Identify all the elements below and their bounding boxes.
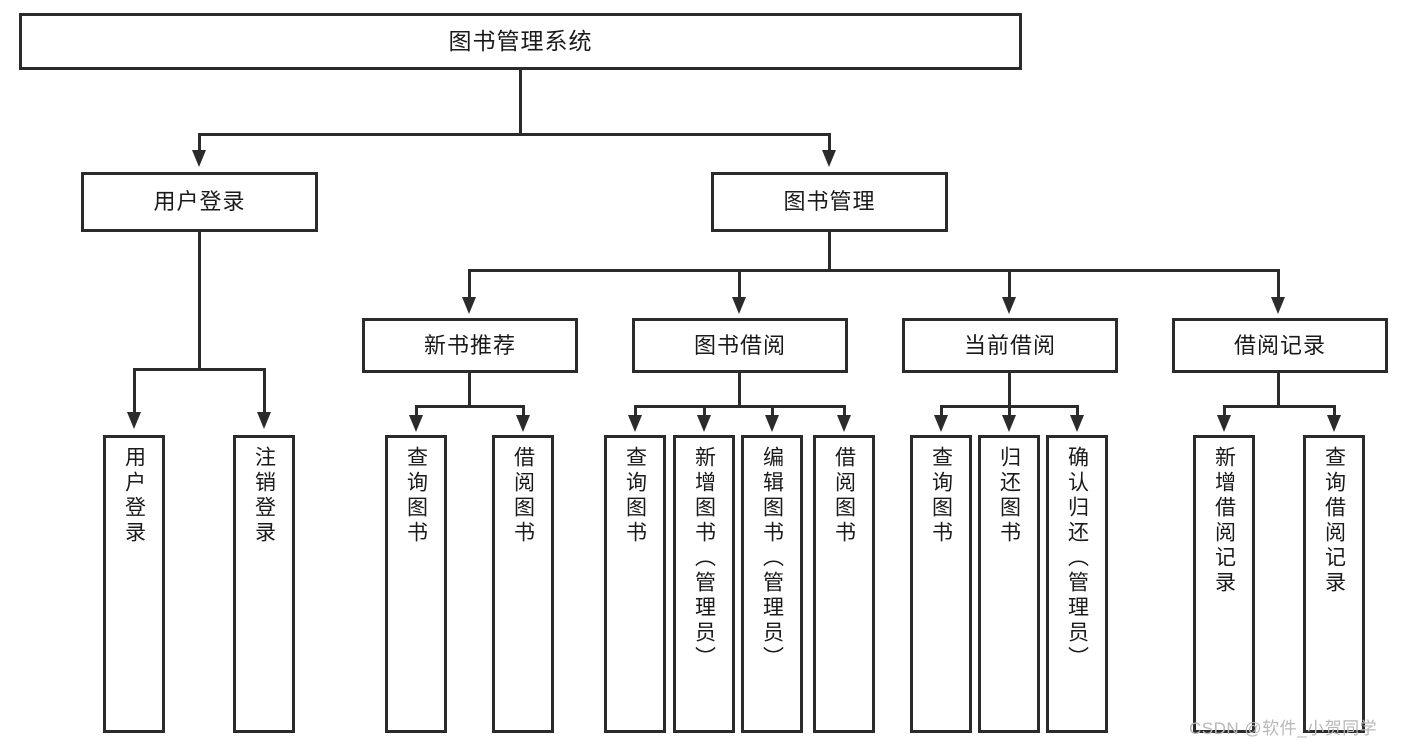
node-book-management-system[interactable]: 图书管理系统 bbox=[19, 13, 1022, 70]
connector-br-stem bbox=[1277, 373, 1280, 408]
leaf-new-book-borrow[interactable]: 借阅图书 bbox=[492, 435, 554, 733]
leaf-label: 编辑图书（管理员） bbox=[760, 446, 784, 671]
connector-user-login-stem bbox=[198, 232, 201, 370]
leaf-user-login-login[interactable]: 用户登录 bbox=[103, 435, 165, 733]
leaf-label: 查询借阅记录 bbox=[1322, 446, 1346, 596]
connector-bb-stem bbox=[738, 373, 741, 408]
node-label: 用户登录 bbox=[153, 189, 246, 215]
connector-bb-drop-2 bbox=[703, 405, 706, 417]
leaf-label: 查询图书 bbox=[623, 446, 647, 546]
leaf-label: 借阅图书 bbox=[511, 446, 535, 546]
leaf-current-borrow-return[interactable]: 归还图书 bbox=[978, 435, 1040, 733]
arrowhead-leaf-bb-4 bbox=[837, 415, 851, 432]
arrowhead-to-user-login bbox=[192, 150, 206, 167]
node-label: 新书推荐 bbox=[423, 332, 516, 358]
leaf-label: 归还图书 bbox=[997, 446, 1021, 546]
node-label: 图书管理 bbox=[783, 189, 876, 215]
node-current-borrow[interactable]: 当前借阅 bbox=[902, 318, 1118, 373]
connector-user-login-drop-2 bbox=[263, 368, 266, 414]
connector-book-management-bar bbox=[468, 269, 1278, 272]
arrowhead-to-book-management bbox=[822, 150, 836, 167]
node-book-management[interactable]: 图书管理 bbox=[711, 172, 948, 232]
connector-bm-drop-3 bbox=[1008, 269, 1011, 299]
arrowhead-level3-2 bbox=[732, 297, 746, 314]
connector-bb-drop-1 bbox=[634, 405, 637, 417]
leaf-label: 借阅图书 bbox=[832, 446, 856, 546]
leaf-label: 注销登录 bbox=[252, 446, 276, 546]
leaf-label: 新增图书（管理员） bbox=[692, 446, 716, 671]
connector-user-login-bar bbox=[133, 368, 266, 371]
connector-bm-drop-1 bbox=[468, 269, 471, 299]
arrowhead-leaf-user-login-2 bbox=[257, 412, 271, 429]
connector-user-login-drop-1 bbox=[133, 368, 136, 414]
leaf-user-login-logout[interactable]: 注销登录 bbox=[233, 435, 295, 733]
connector-bb-drop-3 bbox=[771, 405, 774, 417]
leaf-borrow-record-add[interactable]: 新增借阅记录 bbox=[1193, 435, 1255, 733]
connector-nbr-drop-2 bbox=[522, 405, 525, 417]
arrowhead-level3-3 bbox=[1002, 297, 1016, 314]
leaf-book-borrow-edit[interactable]: 编辑图书（管理员） bbox=[741, 435, 803, 733]
leaf-book-borrow-borrow[interactable]: 借阅图书 bbox=[813, 435, 875, 733]
arrowhead-leaf-bb-2 bbox=[697, 415, 711, 432]
node-new-book-recommend[interactable]: 新书推荐 bbox=[362, 318, 578, 373]
arrowhead-leaf-user-login-1 bbox=[127, 412, 141, 429]
connector-br-drop-2 bbox=[1333, 405, 1336, 417]
arrowhead-leaf-nbr-1 bbox=[409, 415, 423, 432]
connector-cb-drop-3 bbox=[1076, 405, 1079, 417]
leaf-new-book-query[interactable]: 查询图书 bbox=[385, 435, 447, 733]
leaf-label: 确认归还（管理员） bbox=[1065, 446, 1089, 671]
leaf-label: 新增借阅记录 bbox=[1212, 446, 1236, 596]
leaf-borrow-record-query[interactable]: 查询借阅记录 bbox=[1303, 435, 1365, 733]
connector-book-management-stem bbox=[828, 232, 831, 272]
connector-nbr-drop-1 bbox=[415, 405, 418, 417]
connector-bb-drop-4 bbox=[843, 405, 846, 417]
leaf-current-borrow-confirm-return[interactable]: 确认归还（管理员） bbox=[1046, 435, 1108, 733]
connector-root-stem bbox=[519, 70, 522, 135]
leaf-label: 查询图书 bbox=[404, 446, 428, 546]
node-label: 图书借阅 bbox=[693, 332, 786, 358]
connector-cb-drop-2 bbox=[1008, 405, 1011, 417]
connector-root-drop-right bbox=[828, 133, 831, 153]
connector-bb-bar bbox=[634, 405, 846, 408]
arrowhead-leaf-cb-2 bbox=[1002, 415, 1016, 432]
arrowhead-leaf-br-1 bbox=[1217, 415, 1231, 432]
node-label: 借阅记录 bbox=[1233, 332, 1326, 358]
connector-cb-stem bbox=[1008, 373, 1011, 408]
connector-bm-drop-2 bbox=[738, 269, 741, 299]
connector-root-drop-left bbox=[198, 133, 201, 153]
node-label: 图书管理系统 bbox=[448, 28, 593, 55]
leaf-label: 查询图书 bbox=[929, 446, 953, 546]
leaf-book-borrow-add[interactable]: 新增图书（管理员） bbox=[673, 435, 735, 733]
node-user-login[interactable]: 用户登录 bbox=[81, 172, 318, 232]
connector-nbr-bar bbox=[415, 405, 525, 408]
connector-nbr-stem bbox=[468, 373, 471, 408]
arrowhead-level3-1 bbox=[462, 297, 476, 314]
leaf-label: 用户登录 bbox=[122, 446, 146, 546]
arrowhead-leaf-cb-1 bbox=[934, 415, 948, 432]
leaf-book-borrow-query[interactable]: 查询图书 bbox=[604, 435, 666, 733]
connector-cb-drop-1 bbox=[940, 405, 943, 417]
arrowhead-leaf-bb-3 bbox=[765, 415, 779, 432]
arrowhead-leaf-nbr-2 bbox=[516, 415, 530, 432]
arrowhead-leaf-cb-3 bbox=[1070, 415, 1084, 432]
leaf-current-borrow-query[interactable]: 查询图书 bbox=[910, 435, 972, 733]
connector-bm-drop-4 bbox=[1277, 269, 1280, 299]
node-borrow-record[interactable]: 借阅记录 bbox=[1172, 318, 1388, 373]
connector-br-drop-1 bbox=[1223, 405, 1226, 417]
arrowhead-leaf-br-2 bbox=[1327, 415, 1341, 432]
connector-root-bar bbox=[198, 133, 831, 136]
arrowhead-leaf-bb-1 bbox=[628, 415, 642, 432]
node-label: 当前借阅 bbox=[963, 332, 1056, 358]
connector-br-bar bbox=[1223, 405, 1336, 408]
node-book-borrow[interactable]: 图书借阅 bbox=[632, 318, 848, 373]
arrowhead-level3-4 bbox=[1271, 297, 1285, 314]
